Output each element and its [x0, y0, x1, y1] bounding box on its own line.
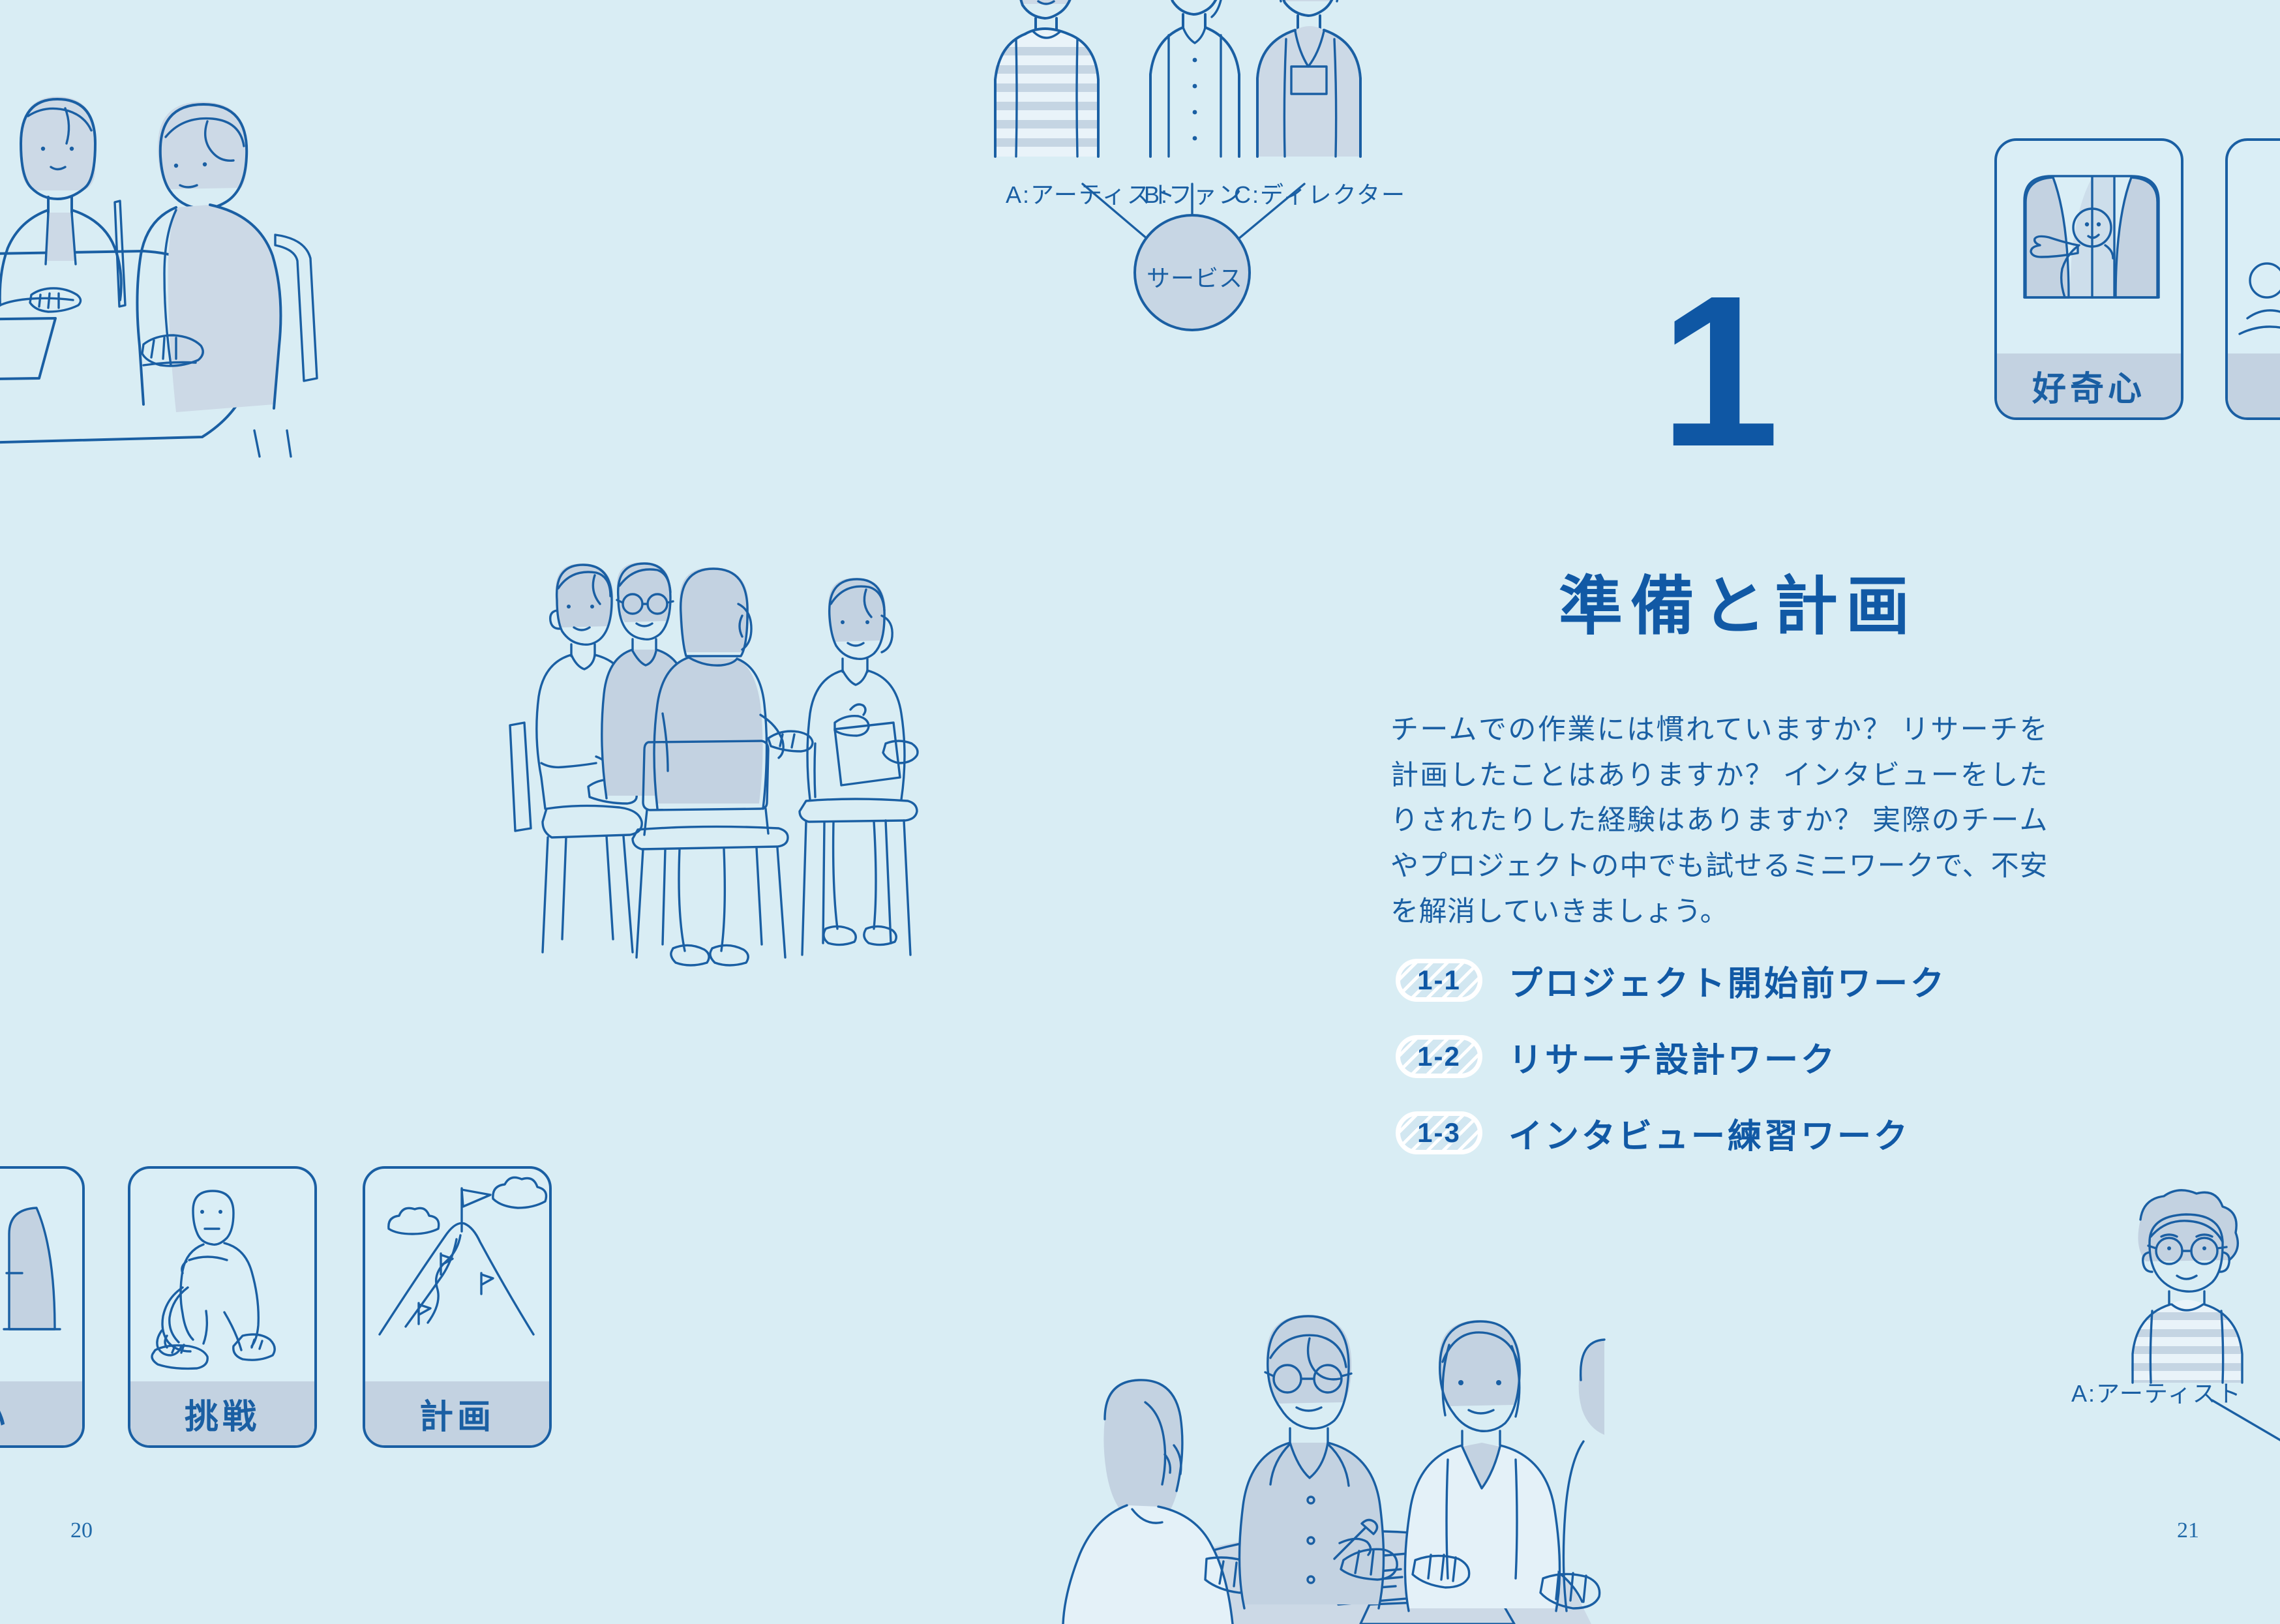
person-opening-door-icon [1997, 141, 2181, 353]
service-node-label: サービス [1147, 265, 1244, 292]
work-badge-label: 1-3 [1417, 1117, 1461, 1148]
work-badge: 1-2 [1396, 1035, 1482, 1078]
work-badge: 1-3 [1396, 1111, 1482, 1154]
illustration-artist-portrait [2080, 1174, 2280, 1384]
artist-caption: A:アーティスト [2071, 1380, 2242, 1407]
stakeholder-label-c: C:ディレクター [1234, 181, 1407, 208]
connector-a [1081, 183, 1153, 244]
person-partial-icon [2228, 141, 2280, 353]
person-artist-striped-icon [994, 0, 1100, 158]
connector-c [1233, 183, 1306, 244]
work-list-item[interactable]: 1-3 インタビュー練習ワーク [1396, 1102, 2113, 1164]
work-item-label: インタビュー練習ワーク [1508, 1117, 1911, 1156]
concept-card-challenge[interactable]: 挑戦 [128, 1166, 317, 1448]
concept-card-caption: 挑戦 [130, 1381, 314, 1445]
work-badge-label: 1-1 [1417, 965, 1461, 995]
work-item-label: リサーチ設計ワーク [1508, 1041, 1838, 1079]
artist-connector-line [2211, 1399, 2280, 1441]
work-badge-label: 1-2 [1417, 1041, 1461, 1072]
page-number-right: 21 [2177, 1518, 2199, 1542]
page-number-left: 20 [70, 1518, 93, 1542]
concept-card-partial-left[interactable]: 心 [0, 1166, 85, 1448]
mountain-flag-route-icon [365, 1169, 549, 1381]
stakeholder-label-a: A:アーティスト [1006, 181, 1177, 208]
stakeholder-diagram: A:アーティスト B:ファン C:ディレクター サービス [770, 0, 1435, 331]
person-tying-shoelace-icon [130, 1169, 314, 1381]
person-director-lanyard-icon [1256, 0, 1362, 158]
concept-card-partial-right[interactable] [2225, 138, 2280, 420]
door-partial-icon [0, 1169, 82, 1381]
chapter-number: 1 [1660, 250, 1780, 491]
concept-card-caption: 心 [0, 1381, 82, 1445]
work-list-item[interactable]: 1-2 リサーチ設計ワーク [1396, 1025, 2113, 1088]
work-list: 1-1 プロジェクト開始前ワーク 1-2 リサーチ設計ワーク 1-3 インタビュ… [1396, 949, 2113, 1178]
work-badge: 1-1 [1396, 959, 1482, 1002]
illustration-round-table-notes [1017, 1298, 1606, 1624]
illustration-two-people-table [0, 39, 320, 458]
concept-card-curiosity[interactable]: 好奇心 [1994, 138, 2183, 420]
chapter-title: 準備と計画 [1559, 570, 1918, 642]
person-fan-shirt-icon [1149, 0, 1240, 158]
illustration-seated-meeting [509, 548, 965, 967]
stakeholder-label-b: B:ファン [1144, 181, 1244, 208]
concept-card-caption: 計画 [365, 1381, 549, 1445]
work-item-label: プロジェクト開始前ワーク [1508, 965, 1947, 1003]
work-list-item[interactable]: 1-1 プロジェクト開始前ワーク [1396, 949, 2113, 1012]
service-circle-node [1133, 214, 1251, 331]
chapter-lead-paragraph: チームでの作業には慣れていますか？ リサーチを計画したことはありますか？ インタ… [1390, 715, 2048, 927]
concept-card-plan[interactable]: 計画 [363, 1166, 552, 1448]
concept-card-caption [2228, 353, 2280, 417]
concept-card-caption: 好奇心 [1997, 353, 2181, 417]
